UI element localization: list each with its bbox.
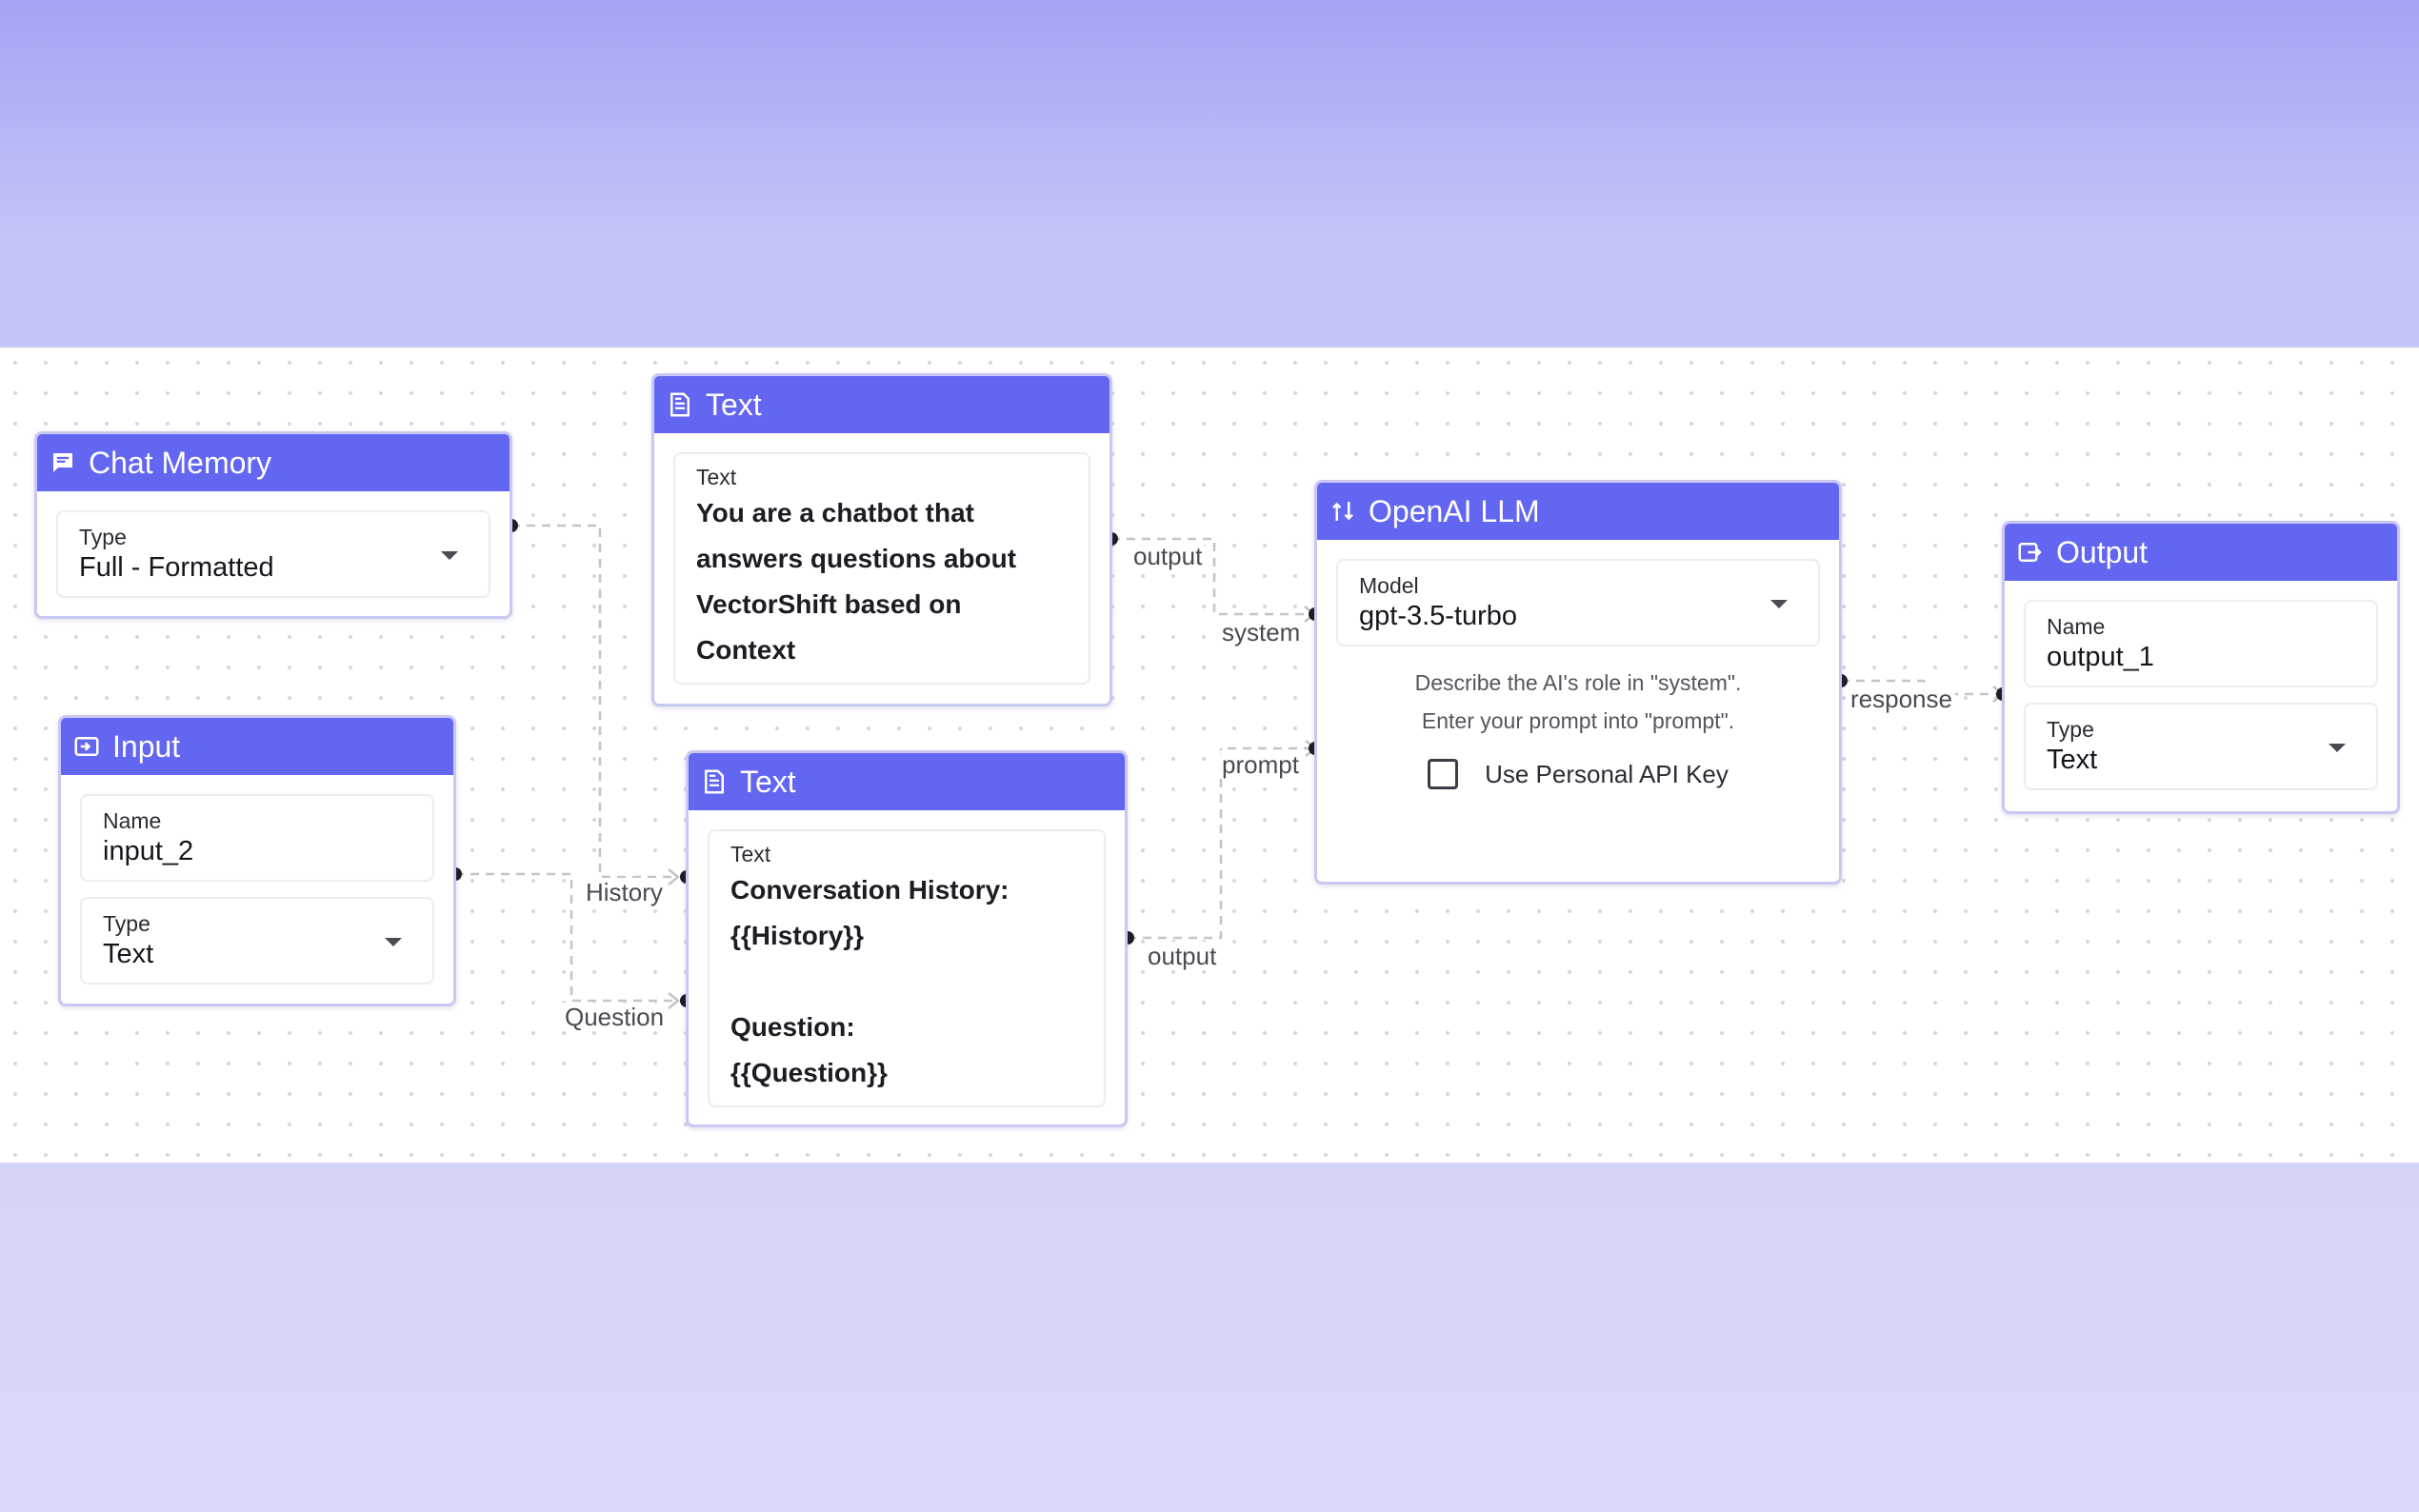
- output-type-select[interactable]: Type Text: [2024, 703, 2378, 790]
- personal-api-key-row[interactable]: Use Personal API Key: [1336, 759, 1820, 789]
- document-icon: [700, 767, 729, 796]
- openai-llm-node[interactable]: OpenAI LLM Model gpt-3.5-turbo Describe …: [1314, 480, 1842, 885]
- text-system-textarea[interactable]: Text You are a chatbot that answers ques…: [673, 452, 1090, 685]
- edge-label-response: response: [1848, 685, 1955, 713]
- edge-text-to-prompt[interactable]: [1128, 746, 1315, 940]
- chat-bubble-icon: [49, 448, 77, 477]
- edge-label-question: Question: [562, 1003, 668, 1031]
- text-system-title: Text: [706, 387, 762, 422]
- output-type-label: Type: [2047, 717, 2094, 742]
- input-arrow-icon: [72, 732, 101, 761]
- text-system-label: Text: [696, 465, 737, 489]
- input-name-label: Name: [103, 808, 162, 833]
- chevron-down-icon: [385, 938, 402, 946]
- output-name-field[interactable]: Name output_1: [2024, 600, 2378, 687]
- openai-llm-hint-line2: Enter your prompt into "prompt".: [1421, 708, 1735, 733]
- chevron-down-icon: [2329, 744, 2346, 752]
- openai-llm-model-value: gpt-3.5-turbo: [1359, 601, 1518, 631]
- chat-memory-type-label: Type: [79, 525, 127, 549]
- openai-llm-model-label: Model: [1359, 573, 1419, 598]
- chevron-down-icon: [1770, 600, 1788, 608]
- openai-llm-title: OpenAI LLM: [1369, 493, 1540, 528]
- edge-label-system: system: [1219, 618, 1304, 647]
- edge-label-history: History: [583, 878, 666, 906]
- edge-label-prompt: prompt: [1219, 750, 1302, 779]
- text-prompt-value: Conversation History: {{History}} Questi…: [730, 875, 1010, 1087]
- chat-memory-type-select[interactable]: Type Full - Formatted: [56, 510, 490, 598]
- text-prompt-node[interactable]: Text Text Conversation History: {{Histor…: [686, 750, 1128, 1127]
- pipeline-canvas[interactable]: History Question output system prompt ou…: [0, 348, 2419, 1163]
- text-prompt-title: Text: [740, 764, 796, 799]
- text-prompt-label: Text: [730, 842, 771, 866]
- text-system-value: You are a chatbot that answers questions…: [696, 498, 1017, 665]
- input-header[interactable]: Input: [61, 718, 453, 775]
- chevron-down-icon: [441, 551, 458, 560]
- document-icon: [666, 390, 694, 419]
- output-arrow-icon: [2016, 538, 2045, 567]
- text-system-header[interactable]: Text: [654, 376, 1110, 433]
- input-type-value: Text: [103, 939, 154, 969]
- chat-memory-type-value: Full - Formatted: [79, 552, 274, 583]
- edge-text-to-system[interactable]: [1111, 537, 1314, 616]
- output-type-value: Text: [2047, 745, 2098, 775]
- edge-label-output-bottom: output: [1145, 942, 1220, 970]
- output-name-label: Name: [2047, 614, 2106, 639]
- chat-memory-header[interactable]: Chat Memory: [37, 434, 510, 491]
- input-type-select[interactable]: Type Text: [80, 897, 434, 985]
- edge-chat-memory-to-history[interactable]: [511, 524, 678, 879]
- output-title: Output: [2056, 534, 2149, 569]
- input-title: Input: [112, 728, 181, 764]
- personal-api-key-label[interactable]: Use Personal API Key: [1485, 759, 1729, 788]
- output-name-value: output_1: [2047, 642, 2154, 672]
- edge-input-to-question[interactable]: [455, 872, 678, 1003]
- output-header[interactable]: Output: [2005, 524, 2397, 581]
- text-prompt-textarea[interactable]: Text Conversation History: {{History}} Q…: [708, 829, 1106, 1107]
- edge-label-output-top: output: [1130, 542, 1206, 570]
- openai-llm-model-select[interactable]: Model gpt-3.5-turbo: [1336, 559, 1820, 647]
- openai-llm-hint-line1: Describe the AI's role in "system".: [1414, 670, 1742, 695]
- input-node[interactable]: Input Name input_2 Type Text: [58, 715, 456, 1006]
- chat-memory-title: Chat Memory: [89, 445, 272, 480]
- input-type-label: Type: [103, 911, 150, 936]
- edge-arrow-history: [668, 867, 681, 886]
- openai-llm-header[interactable]: OpenAI LLM: [1317, 483, 1839, 540]
- text-system-node[interactable]: Text Text You are a chatbot that answers…: [651, 373, 1112, 706]
- swap-arrows-icon: [1329, 497, 1357, 526]
- output-node[interactable]: Output Name output_1 Type Text: [2002, 521, 2400, 814]
- chat-memory-node[interactable]: Chat Memory Type Full - Formatted: [34, 431, 512, 619]
- personal-api-key-checkbox[interactable]: [1428, 759, 1459, 789]
- edge-arrow-question: [668, 991, 681, 1010]
- openai-llm-hint: Describe the AI's role in "system". Ente…: [1336, 664, 1820, 740]
- input-name-value: input_2: [103, 836, 194, 866]
- input-name-field[interactable]: Name input_2: [80, 794, 434, 882]
- text-prompt-header[interactable]: Text: [689, 753, 1125, 810]
